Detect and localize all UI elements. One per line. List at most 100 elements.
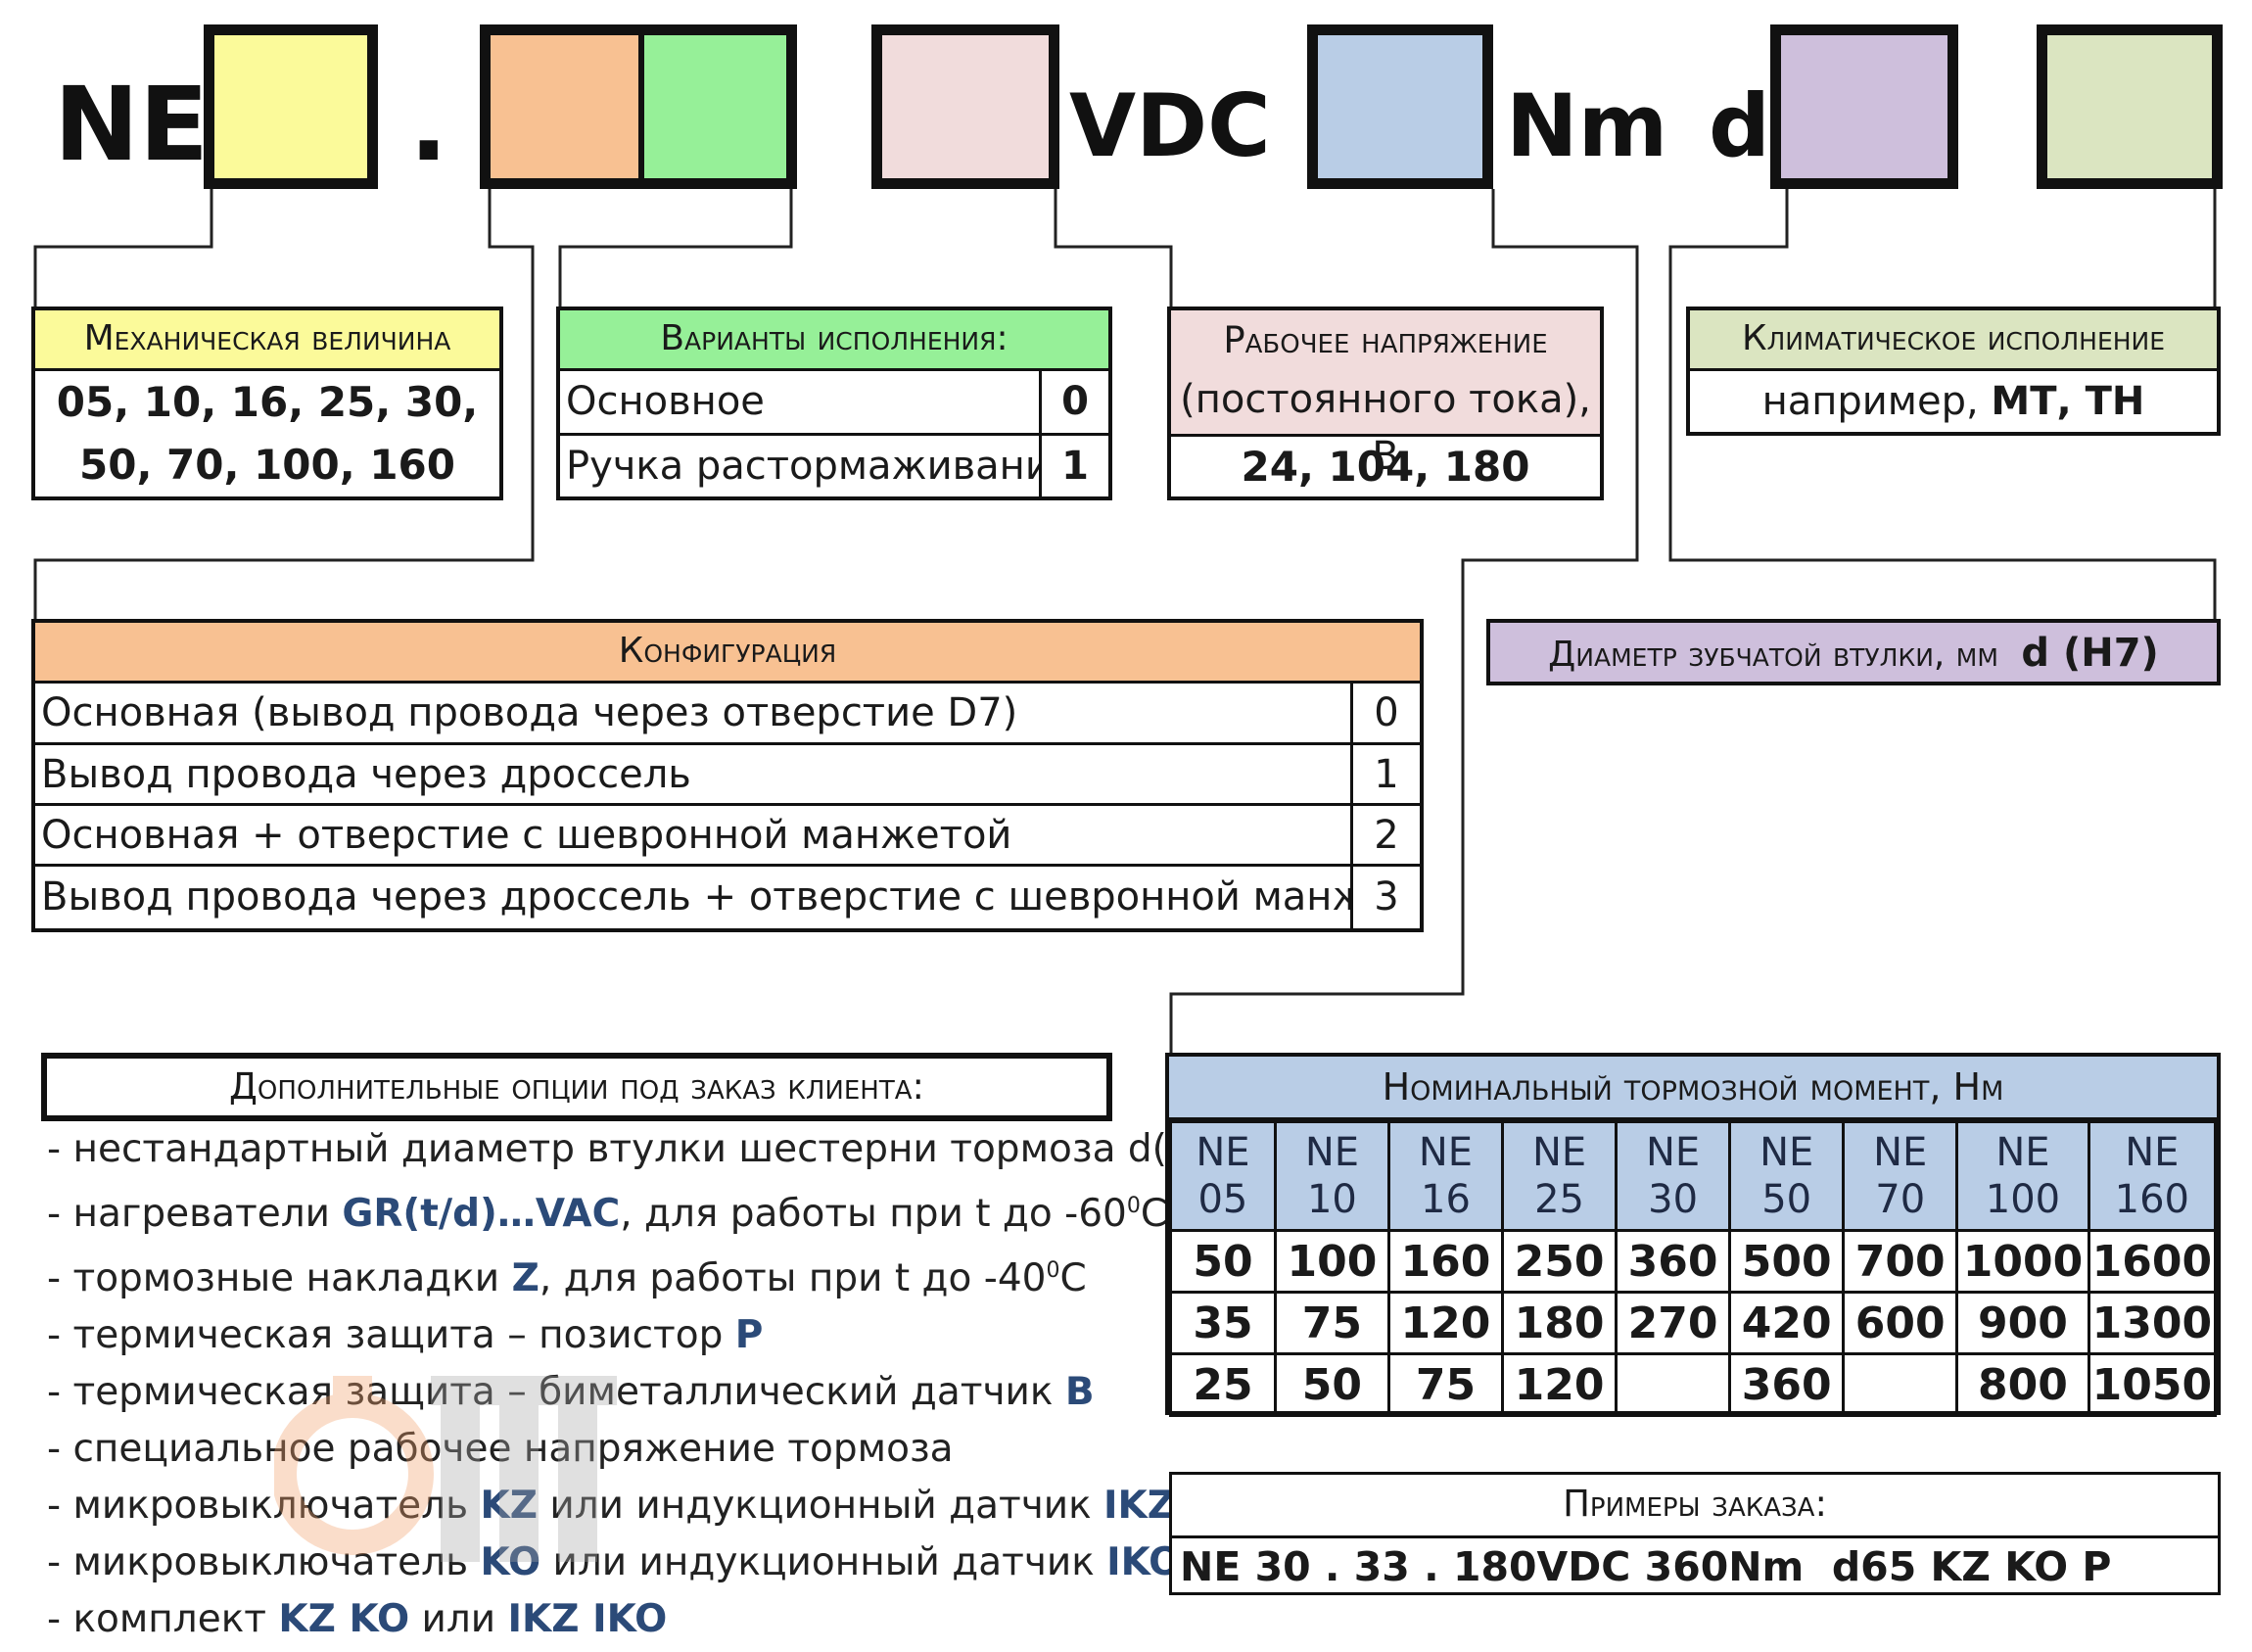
options-title: Дополнительные опции под заказ клиента: (229, 1065, 924, 1108)
torque-value: 1300 (2087, 1291, 2218, 1355)
config-value: 0 (1350, 684, 1420, 742)
text-fragment: GR(t/d)…VAC (342, 1192, 621, 1236)
diameter-table: Диаметр зубчатой втулки, мм d (H7) (1486, 619, 2221, 685)
config-value: 1 (1350, 745, 1420, 803)
config-label: Вывод провода через дроссель + отверстие… (41, 874, 1350, 920)
option-item: - специальное рабочее напряжение тормоза (47, 1421, 1235, 1478)
text-fragment: - термическая защита – позистор (47, 1313, 735, 1357)
text-fragment: - микровыключатель (47, 1540, 481, 1584)
text-fragment: - специальное рабочее напряжение тормоза (47, 1427, 954, 1471)
text-fragment: NE (1873, 1130, 1928, 1175)
connector-diameter (1668, 189, 2217, 623)
text-fragment: NE (2125, 1130, 2180, 1175)
config-row: Основная (вывод провода через отверстие … (35, 684, 1420, 745)
config-label: Основная (вывод провода через отверстие … (41, 690, 1018, 735)
climate-values: МТ, ТН (1991, 379, 2145, 424)
variants-table: Варианты исполнения: Основное 0 Ручка ра… (556, 307, 1112, 500)
diameter-line: Диаметр зубчатой втулки, мм d (H7) (1490, 623, 2217, 685)
watermark-logo-icon (274, 1376, 617, 1562)
torque-value: 360 (1615, 1229, 1732, 1294)
config-value: 3 (1350, 867, 1420, 928)
climate-prefix: например, (1761, 379, 1992, 424)
option-item: - микровыключатель KZ или индукционный д… (47, 1478, 1235, 1534)
torque-value: 160 (1386, 1229, 1505, 1294)
variant-label: Основное (566, 379, 765, 424)
mech-size-line2: 50, 70, 100, 160 (79, 441, 455, 489)
climate-table: Климатическое исполнение например, МТ, Т… (1686, 307, 2221, 436)
torque-title: Номинальный тормозной момент, Нм (1169, 1057, 2217, 1120)
variant-value: 0 (1039, 371, 1108, 433)
torque-value: 75 (1273, 1291, 1390, 1355)
torque-value: 900 (1955, 1291, 2090, 1355)
torque-value: 420 (1728, 1291, 1846, 1355)
text-fragment: NE (1759, 1130, 1814, 1175)
text-fragment: 70 (1875, 1177, 1926, 1222)
config-row: Вывод провода через дроссель + отверстие… (35, 867, 1420, 928)
mech-size-box (204, 24, 378, 189)
config-row: Основная + отверстие с шевронной манжето… (35, 806, 1420, 867)
code-dot: . (409, 65, 448, 184)
text-fragment: - термическая защита – биметаллический д… (47, 1370, 1054, 1414)
text-fragment: NE (1531, 1130, 1587, 1175)
climate-title: Климатическое исполнение (1690, 310, 2217, 371)
example-title: Примеры заказа: (1172, 1475, 2218, 1538)
text-fragment: IKO (1106, 1540, 1182, 1584)
torque-value: 120 (1386, 1291, 1505, 1355)
text-fragment: - нестандартный диаметр втулки шестерни … (47, 1127, 1236, 1171)
torque-value (1615, 1352, 1732, 1417)
voltage-header: Рабочее напряжение (постоянного тока), В (1171, 310, 1600, 479)
voltage-box (871, 24, 1059, 189)
torque-value: 1050 (2087, 1352, 2218, 1417)
voltage-table: Рабочее напряжение (постоянного тока), В… (1167, 307, 1604, 500)
text-fragment: - микровыключатель (47, 1484, 481, 1528)
variants-title: Варианты исполнения: (560, 310, 1108, 371)
mech-size-table: Механическая величина 05, 10, 16, 25, 30… (31, 307, 503, 500)
text-fragment: IKZ (1103, 1484, 1176, 1528)
text-fragment: B (1064, 1370, 1095, 1414)
options-header: Дополнительные опции под заказ клиента: (41, 1053, 1112, 1121)
text-fragment: С (1140, 1192, 1168, 1236)
text-fragment: IKZ IKO (507, 1597, 668, 1641)
variants-row: Основное 0 (560, 371, 1108, 436)
option-item: - нестандартный диаметр втулки шестерни … (47, 1121, 1235, 1178)
code-prefix: NE (54, 65, 210, 184)
diameter-box (1770, 24, 1958, 189)
text-fragment: NE (1304, 1130, 1360, 1175)
text-fragment: или индукционный датчик (540, 1540, 1107, 1584)
torque-value: 360 (1728, 1352, 1846, 1417)
variant-label: Ручка растормаживания (566, 444, 1039, 489)
connector-mech (33, 189, 213, 309)
text-fragment: - нагреватели (47, 1192, 343, 1236)
text-fragment: NE (1196, 1130, 1250, 1175)
config-row: Вывод провода через дроссель 1 (35, 745, 1420, 806)
text-fragment: , для работы при t до -60 (620, 1192, 1127, 1236)
option-item: - комплект KZ KO или IKZ IKO (47, 1591, 1235, 1648)
example-table: Примеры заказа: NE 30 . 33 . 180VDC 360N… (1169, 1472, 2221, 1595)
code-vdc: VDC (1069, 75, 1271, 176)
config-label: Основная + отверстие с шевронной манжето… (41, 813, 1012, 858)
text-fragment: 16 (1421, 1177, 1471, 1222)
text-fragment: 25 (1534, 1177, 1584, 1222)
config-table: Конфигурация Основная (вывод провода чер… (31, 619, 1424, 932)
diameter-suffix: d (H7) (2021, 631, 2159, 676)
code-nm: Nm (1506, 75, 1668, 176)
connector-torque (1169, 189, 1639, 1053)
torque-value: 50 (1169, 1229, 1277, 1294)
text-fragment: KZ KO (278, 1597, 410, 1641)
connector-config (33, 189, 535, 623)
variants-row: Ручка растормаживания 1 (560, 436, 1108, 498)
text-fragment: 0 (1046, 1258, 1060, 1283)
torque-value: 50 (1273, 1352, 1390, 1417)
option-item: - микровыключатель KO или индукционный д… (47, 1534, 1235, 1591)
torque-value: 35 (1169, 1291, 1277, 1355)
torque-value: 500 (1728, 1229, 1846, 1294)
